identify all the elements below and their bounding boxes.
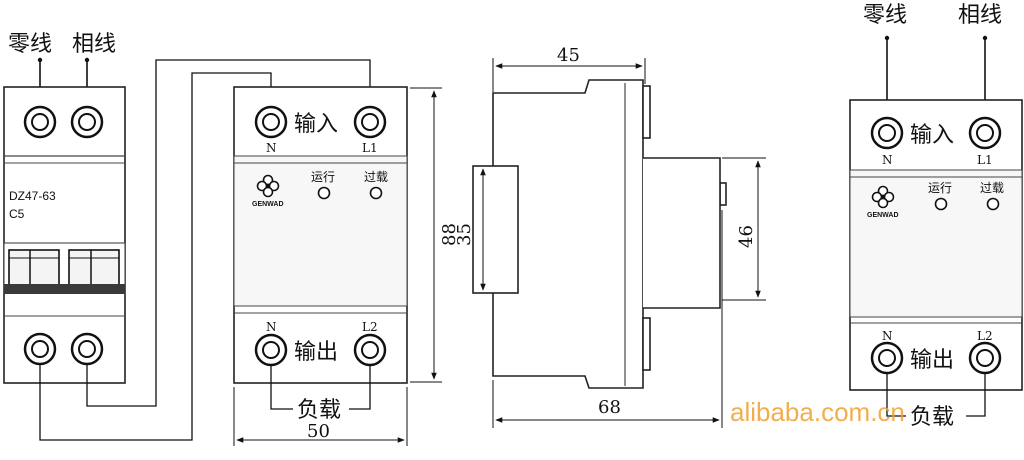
device-front-view: 输入 N L1 GENWAD 运行 过载 N L2 输出: [233, 86, 408, 384]
front-width-dimension: [233, 387, 408, 446]
breaker-rating-label: C5: [9, 207, 25, 221]
front-input-n-label: N: [266, 141, 277, 155]
right-brand-name: GENWAD: [867, 212, 899, 219]
watermark: alibaba.com.cn: [730, 397, 905, 427]
overload-led-label: 过载: [364, 170, 388, 184]
device-front-view-right: 输入 N L1 GENWAD 运行 过载 N L2 输出: [849, 99, 1023, 391]
front-height-value: 88: [439, 223, 460, 246]
side-bottom-dimension: [492, 210, 723, 428]
side-window-dimension: [722, 157, 766, 301]
side-window-value: 46: [736, 225, 757, 248]
left-phase-label: 相线: [72, 32, 116, 57]
front-width-value: 50: [307, 421, 330, 442]
right-load-label: 负载: [910, 405, 954, 430]
left-neutral-label: 零线: [8, 32, 52, 57]
right-neutral-label: 零线: [863, 3, 907, 28]
overload-led: [369, 186, 383, 200]
circuit-breaker: DZ47-63 C5: [3, 86, 126, 384]
brand-name: GENWAD: [252, 201, 284, 208]
side-bottom-value: 68: [598, 397, 621, 418]
breaker-model-label: DZ47-63: [9, 189, 56, 203]
front-height-dimension: [410, 87, 442, 383]
right-input-l1-label: L1: [977, 153, 993, 167]
right-output-label: 输出: [910, 348, 954, 373]
run-led: [317, 186, 331, 200]
side-rail-value: 35: [454, 223, 475, 246]
right-output-l2-label: L2: [977, 329, 993, 343]
right-output-n-label: N: [882, 329, 893, 343]
right-input-n-label: N: [882, 153, 893, 167]
brand-logo: [256, 174, 280, 198]
front-output-label: 输出: [294, 340, 338, 365]
right-run-led: [934, 197, 948, 211]
wiring: [39, 59, 371, 441]
front-load-wiring: [270, 365, 371, 410]
breaker-din-band: [4, 284, 125, 294]
right-overload-led-label: 过载: [980, 181, 1004, 195]
right-run-led-label: 运行: [928, 181, 952, 195]
right-input-label: 输入: [910, 123, 954, 148]
right-phase-label: 相线: [958, 3, 1002, 28]
side-top-value: 45: [557, 45, 580, 66]
breaker-toggle-left: [8, 249, 60, 291]
front-output-n-label: N: [266, 320, 277, 334]
front-input-l1-label: L1: [362, 141, 378, 155]
run-led-label: 运行: [311, 170, 335, 184]
right-load-wiring: [886, 373, 986, 417]
device-side-view: [472, 79, 727, 389]
front-load-label: 负载: [297, 398, 341, 423]
right-overload-led: [986, 197, 1000, 211]
front-output-l2-label: L2: [362, 320, 378, 334]
front-input-label: 输入: [294, 112, 338, 137]
side-top-dimension: [492, 58, 646, 92]
right-brand-logo: [871, 185, 895, 209]
